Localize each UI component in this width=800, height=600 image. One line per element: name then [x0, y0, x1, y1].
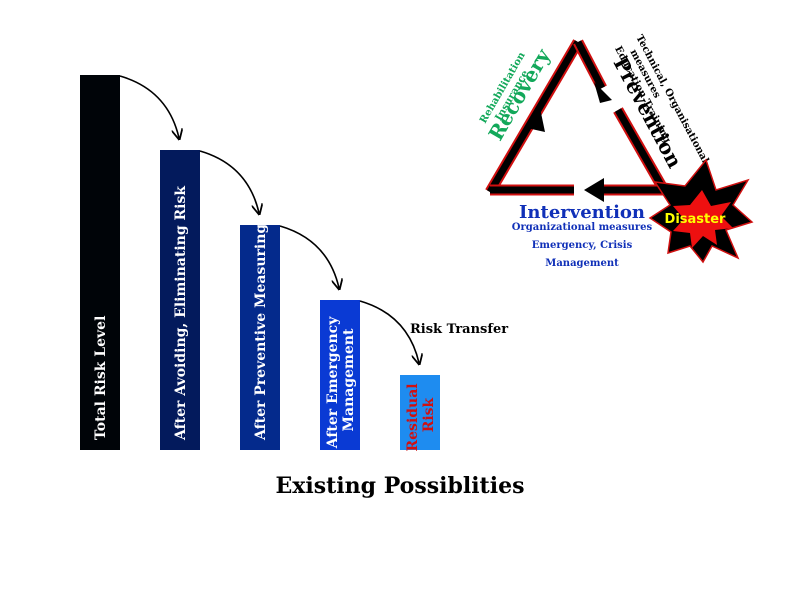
intervention-title: Intervention — [519, 202, 645, 223]
intervention-sub-3: Management — [545, 258, 619, 269]
disaster-core — [673, 190, 733, 248]
cycle-triangle — [485, 39, 670, 196]
bar-label-residual: Residual Risk — [405, 379, 437, 452]
disaster-label: Disaster — [665, 212, 727, 227]
arrowhead-prevention — [594, 82, 612, 103]
step-arrows — [119, 75, 419, 363]
curved-arrow-1 — [119, 75, 179, 138]
bar-total-risk-level — [80, 75, 120, 450]
diagram-title: Existing Possiblities — [276, 473, 525, 499]
risk-cycle: Recovery Rehabilitation Insurance Preven… — [478, 33, 754, 269]
arrowhead-intervention — [584, 178, 604, 202]
bar-label-preventive: After Preventive Measuring — [253, 224, 269, 441]
bar-labels: Total Risk Level After Avoiding, Elimina… — [93, 186, 437, 452]
curved-arrow-3 — [279, 225, 339, 288]
bar-residual-risk — [400, 375, 440, 450]
curved-arrow-4 — [359, 300, 419, 363]
bar-label-total: Total Risk Level — [93, 316, 109, 440]
intervention-sub-1: Organizational measures — [512, 222, 653, 233]
bar-after-avoiding — [160, 150, 200, 450]
intervention-sub-2: Emergency, Crisis — [532, 240, 633, 251]
bar-label-avoiding: After Avoiding, Eliminating Risk — [173, 186, 189, 441]
bar-after-preventive — [240, 225, 280, 450]
risk-bars — [80, 75, 440, 450]
bar-after-emergency — [320, 300, 360, 450]
curved-arrow-2 — [199, 150, 259, 213]
risk-transfer-label: Risk Transfer — [410, 322, 508, 337]
arrowhead-recovery — [527, 108, 545, 132]
bar-label-emergency: After Emergency Management — [325, 312, 357, 449]
